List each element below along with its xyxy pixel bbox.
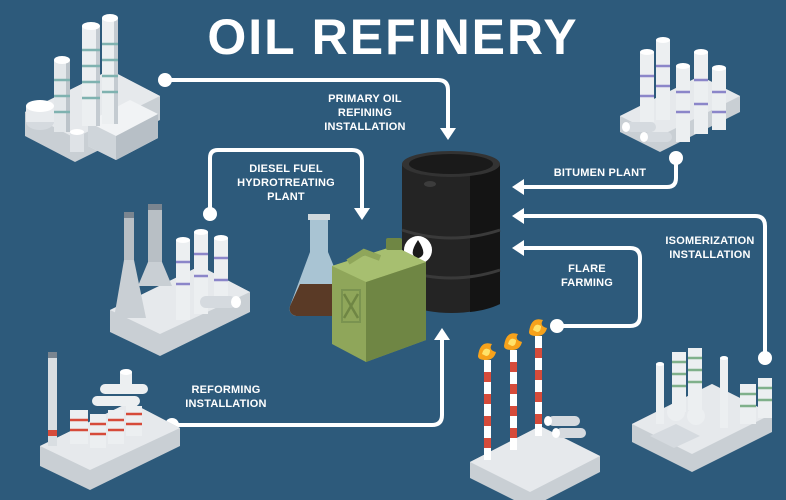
label-primary-line1: PRIMARY OIL <box>328 93 402 105</box>
dot-primary-icon <box>158 73 172 87</box>
label-diesel-line2: HYDROTREATING PLANT <box>237 177 335 203</box>
label-primary: PRIMARY OIL REFINING INSTALLATION <box>300 92 430 134</box>
isomerization-illustration <box>632 348 772 472</box>
label-flare-line1: FLARE FARMING <box>560 263 614 289</box>
label-isomerization: ISOMERIZATION INSTALLATION <box>662 234 758 262</box>
label-diesel: DIESEL FUEL HYDROTREATING PLANT <box>220 162 352 204</box>
label-reforming-line2: INSTALLATION <box>185 398 267 410</box>
primary-refinery-illustration <box>25 14 160 162</box>
arrow-bitumen-icon <box>512 179 524 195</box>
connector-reforming <box>170 336 444 427</box>
label-bitumen-line1: BITUMEN PLANT <box>553 167 647 179</box>
dot-diesel-icon <box>203 207 217 221</box>
flame-icons <box>478 319 547 360</box>
connector-arrowheads <box>354 128 524 340</box>
oil-barrel-illustration <box>401 151 501 313</box>
arrow-isomerization-icon <box>512 208 524 224</box>
arrow-flare-icon <box>512 240 524 256</box>
jerry-can-illustration <box>332 238 426 362</box>
label-diesel-line1: DIESEL FUEL <box>249 163 323 175</box>
arrow-diesel-icon <box>354 208 370 220</box>
label-reforming: REFORMING INSTALLATION <box>180 383 272 411</box>
connectors <box>163 78 767 427</box>
connector-bitumen <box>520 156 678 189</box>
oil-drop-icon <box>412 240 424 258</box>
dot-isomerization-icon <box>758 351 772 365</box>
label-reforming-line1: REFORMING <box>191 384 261 396</box>
label-isomerization-line1: ISOMERIZATION <box>665 235 755 247</box>
dot-flare-icon <box>550 319 564 333</box>
reforming-illustration <box>40 352 180 490</box>
label-isomerization-line2: INSTALLATION <box>669 249 751 261</box>
connector-isomerization <box>520 214 767 360</box>
arrow-reforming-icon <box>434 328 450 340</box>
diesel-plant-illustration <box>110 204 250 356</box>
arrow-primary-icon <box>440 128 456 140</box>
bitumen-plant-illustration <box>620 37 740 152</box>
dot-bitumen-icon <box>669 151 683 165</box>
flare-stacks <box>484 336 542 460</box>
connector-primary <box>163 78 450 132</box>
label-bitumen: BITUMEN PLANT <box>548 166 652 180</box>
connector-diesel <box>208 148 364 216</box>
flare-illustration <box>470 319 600 500</box>
label-flare: FLARE FARMING <box>542 262 632 290</box>
label-primary-line2: REFINING INSTALLATION <box>324 107 406 133</box>
connector-flare <box>520 246 642 328</box>
page-title: OIL REFINERY <box>207 9 579 65</box>
